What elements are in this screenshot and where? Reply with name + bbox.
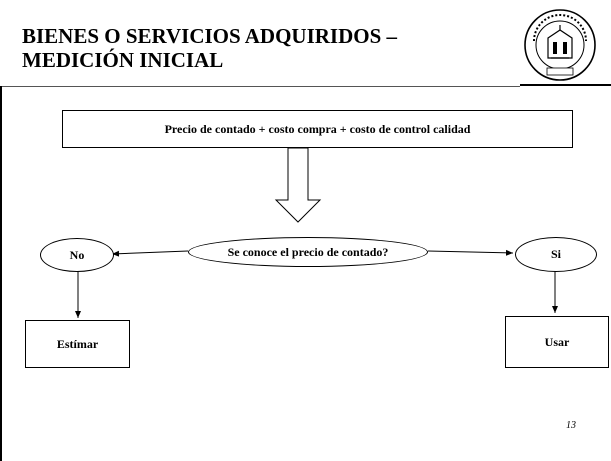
estimar-text: Estímar	[56, 336, 99, 351]
slide-title: BIENES O SERVICIOS ADQUIRIDOS – MEDICIÓN…	[22, 24, 398, 72]
title-divider-accent	[520, 84, 611, 86]
slide-left-border	[0, 86, 2, 461]
si-label: Si	[550, 247, 561, 261]
cost-formula-text: Precio de contado + costo compra + costo…	[164, 121, 471, 136]
page-number: 13	[566, 420, 576, 431]
arrow-to-si	[427, 249, 514, 256]
decision-question-text: Se conoce el precio de contado?	[227, 244, 389, 259]
title-divider	[0, 86, 520, 87]
arrow-to-no	[111, 250, 189, 257]
si-node: Si	[515, 237, 597, 272]
no-node: No	[40, 238, 114, 272]
usar-box: Usar	[505, 316, 609, 368]
cost-formula-box: Precio de contado + costo compra + costo…	[62, 110, 573, 148]
hollow-down-arrow	[274, 147, 322, 223]
university-seal-logo	[524, 9, 596, 81]
no-label: No	[69, 247, 85, 262]
estimar-box: Estímar	[25, 320, 130, 368]
usar-text: Usar	[544, 334, 570, 349]
decision-question: Se conoce el precio de contado?	[188, 237, 428, 267]
